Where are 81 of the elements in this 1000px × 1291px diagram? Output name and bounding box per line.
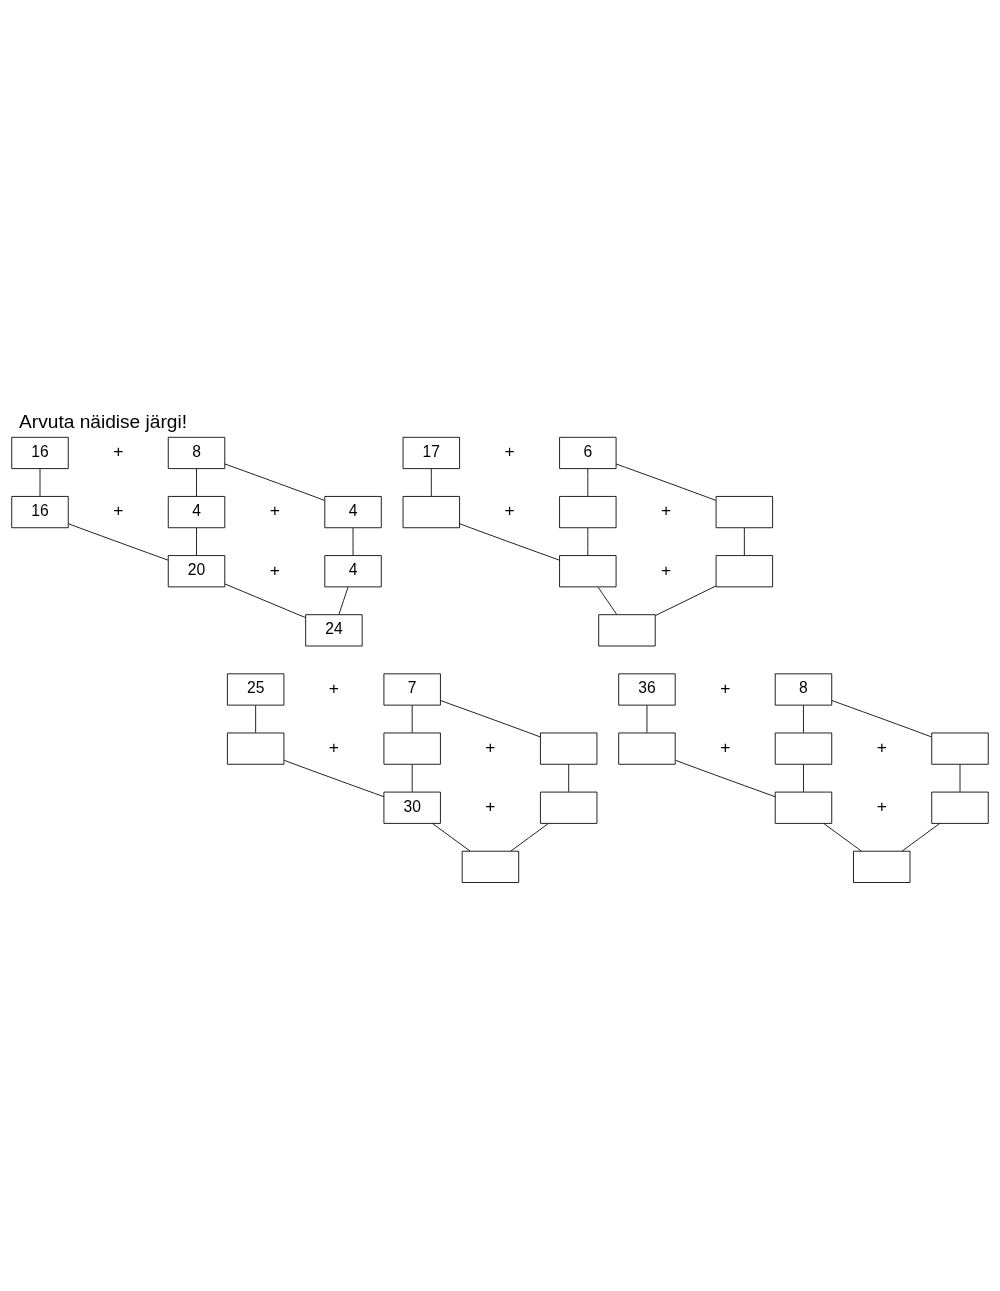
- connector: [675, 759, 776, 797]
- label: +: [720, 736, 731, 757]
- node-box: 20: [167, 554, 226, 587]
- connector: [646, 704, 648, 733]
- connector: [39, 467, 41, 496]
- connector: [568, 763, 570, 792]
- node-box: 17: [402, 436, 460, 469]
- label: +: [113, 499, 124, 520]
- node-box: [774, 791, 833, 824]
- node-box: 4: [324, 495, 382, 528]
- node-box: [226, 732, 285, 765]
- node-box: 24: [305, 613, 363, 646]
- connector: [352, 527, 354, 556]
- connector: [597, 586, 618, 615]
- connector: [803, 763, 804, 792]
- connector: [196, 467, 197, 496]
- connector: [68, 522, 169, 561]
- connector: [411, 704, 413, 733]
- label: +: [269, 499, 280, 520]
- label: +: [504, 440, 515, 461]
- connector: [432, 822, 471, 851]
- connector: [510, 822, 549, 851]
- connector: [224, 583, 306, 618]
- node-box: 16: [11, 436, 69, 469]
- node-box: [540, 732, 598, 765]
- label: +: [876, 736, 887, 757]
- label: +: [661, 559, 672, 580]
- node-box: [931, 791, 989, 824]
- node-box: 16: [11, 495, 69, 528]
- connector: [338, 586, 349, 615]
- label: +: [485, 736, 496, 757]
- connector: [459, 522, 560, 561]
- label: +: [720, 677, 731, 698]
- node-box: [598, 613, 656, 646]
- connector: [411, 763, 413, 792]
- label: +: [661, 499, 672, 520]
- label: +: [485, 795, 496, 816]
- node-box: [461, 850, 520, 883]
- label: +: [876, 795, 887, 816]
- label: +: [328, 677, 339, 698]
- connector: [743, 527, 745, 556]
- node-box: [402, 495, 460, 528]
- node-box: [559, 554, 617, 587]
- connector: [430, 467, 432, 496]
- connector: [255, 704, 257, 733]
- connector: [224, 463, 325, 501]
- node-box: 4: [324, 554, 382, 587]
- node-box: [853, 850, 911, 883]
- label: +: [269, 559, 280, 580]
- connector: [959, 763, 961, 792]
- connector: [803, 704, 804, 733]
- node-box: [618, 732, 676, 765]
- node-box: 7: [383, 672, 441, 706]
- label: +: [113, 440, 124, 461]
- node-box: [383, 732, 441, 765]
- node-box: [774, 732, 833, 765]
- label: +: [328, 736, 339, 757]
- connector: [655, 585, 717, 616]
- connector: [901, 822, 940, 851]
- node-box: 6: [559, 436, 617, 469]
- connector: [615, 463, 717, 501]
- connector: [196, 527, 197, 556]
- node-box: 4: [167, 495, 226, 528]
- diagram-title: Arvuta näidise järgi!: [19, 410, 188, 432]
- node-box: [715, 554, 774, 587]
- node-box: [715, 495, 774, 528]
- connector: [283, 759, 385, 797]
- label: +: [504, 499, 515, 520]
- node-box: [559, 495, 617, 528]
- node-box: 8: [167, 436, 226, 469]
- node-box: 8: [774, 672, 833, 706]
- connector: [587, 467, 589, 496]
- connector: [831, 699, 932, 737]
- connector: [587, 527, 589, 556]
- node-box: [931, 732, 989, 765]
- node-box: 25: [226, 672, 285, 706]
- node-box: 36: [618, 672, 676, 706]
- node-box: [540, 791, 598, 824]
- connector: [440, 699, 541, 737]
- node-box: 30: [383, 791, 441, 824]
- connector: [823, 822, 862, 851]
